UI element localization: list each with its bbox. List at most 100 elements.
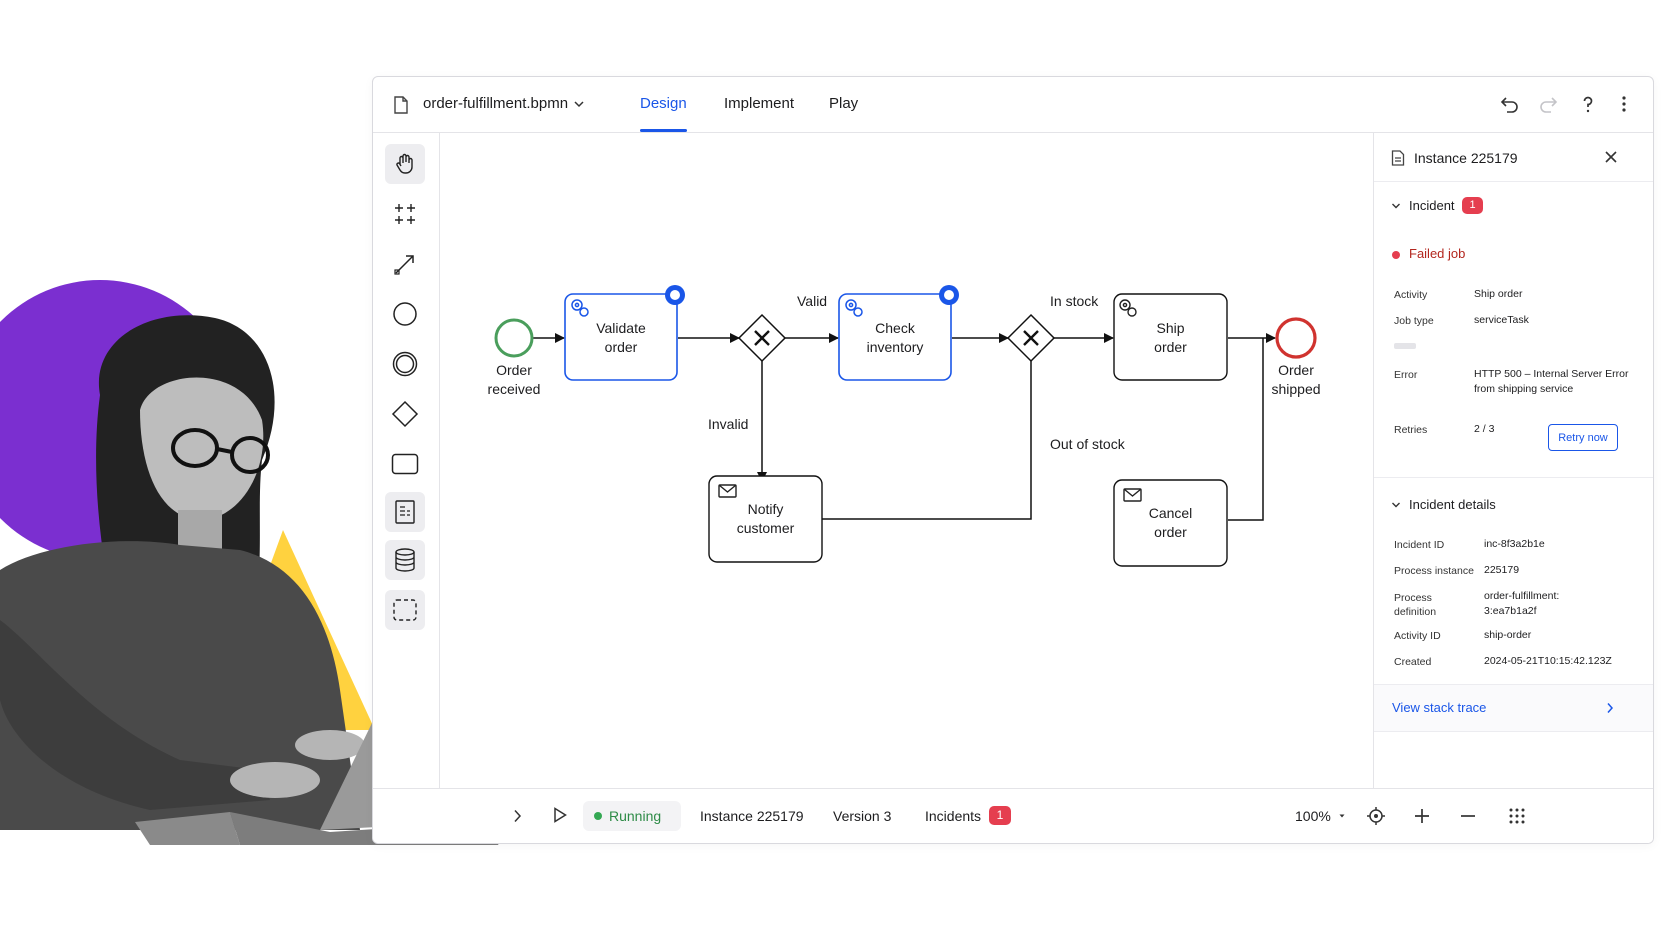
- zoom-level[interactable]: 100%: [1295, 808, 1331, 824]
- gear-icon: [845, 299, 863, 317]
- recenter-icon[interactable]: [1366, 806, 1386, 826]
- diagram-canvas[interactable]: Order received Order shipped Validate or…: [440, 133, 1372, 788]
- incidents-label[interactable]: Incidents: [925, 808, 982, 824]
- status-bar: Running Instance 225179 Version 3 Incide…: [373, 788, 1653, 843]
- connect-tool[interactable]: [385, 244, 425, 284]
- exclusive-gateway-2: [1006, 313, 1056, 363]
- group-icon: [393, 599, 417, 621]
- more-vertical-icon[interactable]: [1620, 94, 1628, 114]
- tool-palette: [373, 133, 440, 843]
- tab-play[interactable]: Play: [829, 95, 859, 112]
- field-label-job-type: Job type: [1394, 315, 1434, 327]
- hand-tool[interactable]: [385, 144, 425, 184]
- task-cancel-order: [1113, 479, 1228, 567]
- retry-now-button[interactable]: Retry now: [1548, 424, 1618, 451]
- field-label-error: Error: [1394, 369, 1418, 381]
- token-marker: [665, 285, 685, 305]
- chevron-right-icon[interactable]: [1606, 702, 1614, 714]
- error-dot-icon: [1392, 251, 1400, 259]
- view-stack-trace-row[interactable]: View stack trace: [1374, 684, 1653, 732]
- detail-value-process-definition: order-fulfillment: 3:ea7b1a2f: [1484, 590, 1560, 617]
- flow-label-invalid: Invalid: [708, 416, 749, 432]
- tab-implement[interactable]: Implement: [724, 95, 795, 112]
- field-value-activity: Ship order: [1474, 288, 1523, 300]
- data-store-tool[interactable]: [385, 540, 425, 580]
- view-stack-trace-link[interactable]: View stack trace: [1392, 700, 1487, 715]
- version-label: Version 3: [833, 808, 892, 824]
- document-icon: [1391, 150, 1405, 166]
- intermediate-event-tool[interactable]: [385, 344, 425, 384]
- detail-value-incident-id: inc-8f3a2b1e: [1484, 538, 1545, 550]
- top-bar: order-fulfillment.bpmn Design Implement …: [373, 77, 1653, 133]
- chevron-down-icon[interactable]: [573, 99, 585, 109]
- lasso-tool[interactable]: [385, 194, 425, 234]
- incident-count-badge: 1: [1462, 197, 1483, 214]
- gateway-tool[interactable]: [385, 394, 425, 434]
- grid-icon[interactable]: [1508, 807, 1526, 825]
- zoom-out-icon[interactable]: [1459, 807, 1477, 825]
- flow-label-valid: Valid: [797, 293, 828, 309]
- chevron-down-icon[interactable]: [1391, 202, 1401, 210]
- field-label-activity: Activity: [1394, 289, 1428, 301]
- envelope-icon: [1123, 488, 1142, 502]
- file-icon: [394, 96, 408, 114]
- detail-label-process-definition: Process definition: [1394, 592, 1437, 618]
- start-event-tool[interactable]: [385, 294, 425, 334]
- intermediate-event-icon: [392, 351, 418, 377]
- field-value-retries: 2 / 3: [1474, 423, 1495, 435]
- panel-title: Instance 225179: [1414, 150, 1518, 166]
- data-object-icon: [395, 500, 415, 524]
- detail-label-incident-id: Incident ID: [1394, 539, 1445, 551]
- exclusive-gateway-1: [737, 313, 787, 363]
- task-cancel-label: Cancel order: [1148, 505, 1193, 540]
- running-status-text: Running: [609, 808, 662, 824]
- face: [140, 377, 264, 520]
- incident-section-label[interactable]: Incident: [1409, 198, 1455, 213]
- token-marker: [939, 285, 959, 305]
- flow-notify-merge: [822, 361, 1032, 520]
- glasses-icon: [171, 428, 270, 474]
- running-dot-icon: [594, 812, 602, 820]
- instance-panel: Instance 225179 Incident 1 Failed job Ac…: [1373, 133, 1653, 788]
- lasso-icon: [395, 204, 415, 224]
- task-check-label: Check inventory: [866, 320, 924, 355]
- task-notify-label: Notify customer: [736, 501, 795, 536]
- file-name[interactable]: order-fulfillment.bpmn: [423, 95, 569, 112]
- task-tool[interactable]: [385, 444, 425, 484]
- connect-icon: [394, 255, 414, 275]
- group-tool[interactable]: [385, 590, 425, 630]
- detail-label-activity-id: Activity ID: [1394, 630, 1441, 642]
- chevron-right-icon[interactable]: [513, 809, 523, 823]
- tab-design[interactable]: Design: [640, 95, 687, 112]
- incident-details-label[interactable]: Incident details: [1409, 497, 1496, 512]
- start-event: [494, 318, 534, 358]
- zoom-in-icon[interactable]: [1413, 807, 1431, 825]
- task-notify-customer: [708, 475, 823, 563]
- task-icon: [391, 453, 419, 475]
- task-check-inventory: [838, 293, 952, 381]
- failed-job-status: Failed job: [1409, 246, 1466, 261]
- play-icon[interactable]: [553, 807, 567, 823]
- field-value-error: HTTP 500 – Internal Server Error from sh…: [1474, 368, 1629, 395]
- start-event-label: Order received: [487, 362, 541, 397]
- detail-label-created: Created: [1394, 656, 1432, 668]
- hand-icon: [396, 153, 413, 174]
- chevron-down-icon[interactable]: [1391, 501, 1401, 509]
- gear-icon: [1119, 299, 1137, 317]
- zoom-dropdown-icon[interactable]: [1339, 813, 1345, 819]
- data-store-icon: [395, 548, 415, 572]
- data-object-tool[interactable]: [385, 492, 425, 532]
- start-event-icon: [393, 302, 417, 326]
- field-label-retries: Retries: [1394, 424, 1428, 436]
- envelope-icon: [718, 484, 737, 498]
- help-icon[interactable]: [1578, 94, 1598, 114]
- undo-icon[interactable]: [1500, 94, 1520, 114]
- detail-value-created: 2024-05-21T10:15:42.123Z: [1484, 655, 1612, 667]
- active-tab-indicator: [640, 129, 687, 132]
- instance-label: Instance 225179: [700, 808, 804, 824]
- sequence-flows: [533, 333, 1276, 521]
- redo-icon[interactable]: [1538, 94, 1558, 114]
- end-event-label: Order shipped: [1271, 362, 1321, 397]
- close-icon[interactable]: [1604, 150, 1618, 164]
- detail-value-activity-id: ship-order: [1484, 629, 1532, 641]
